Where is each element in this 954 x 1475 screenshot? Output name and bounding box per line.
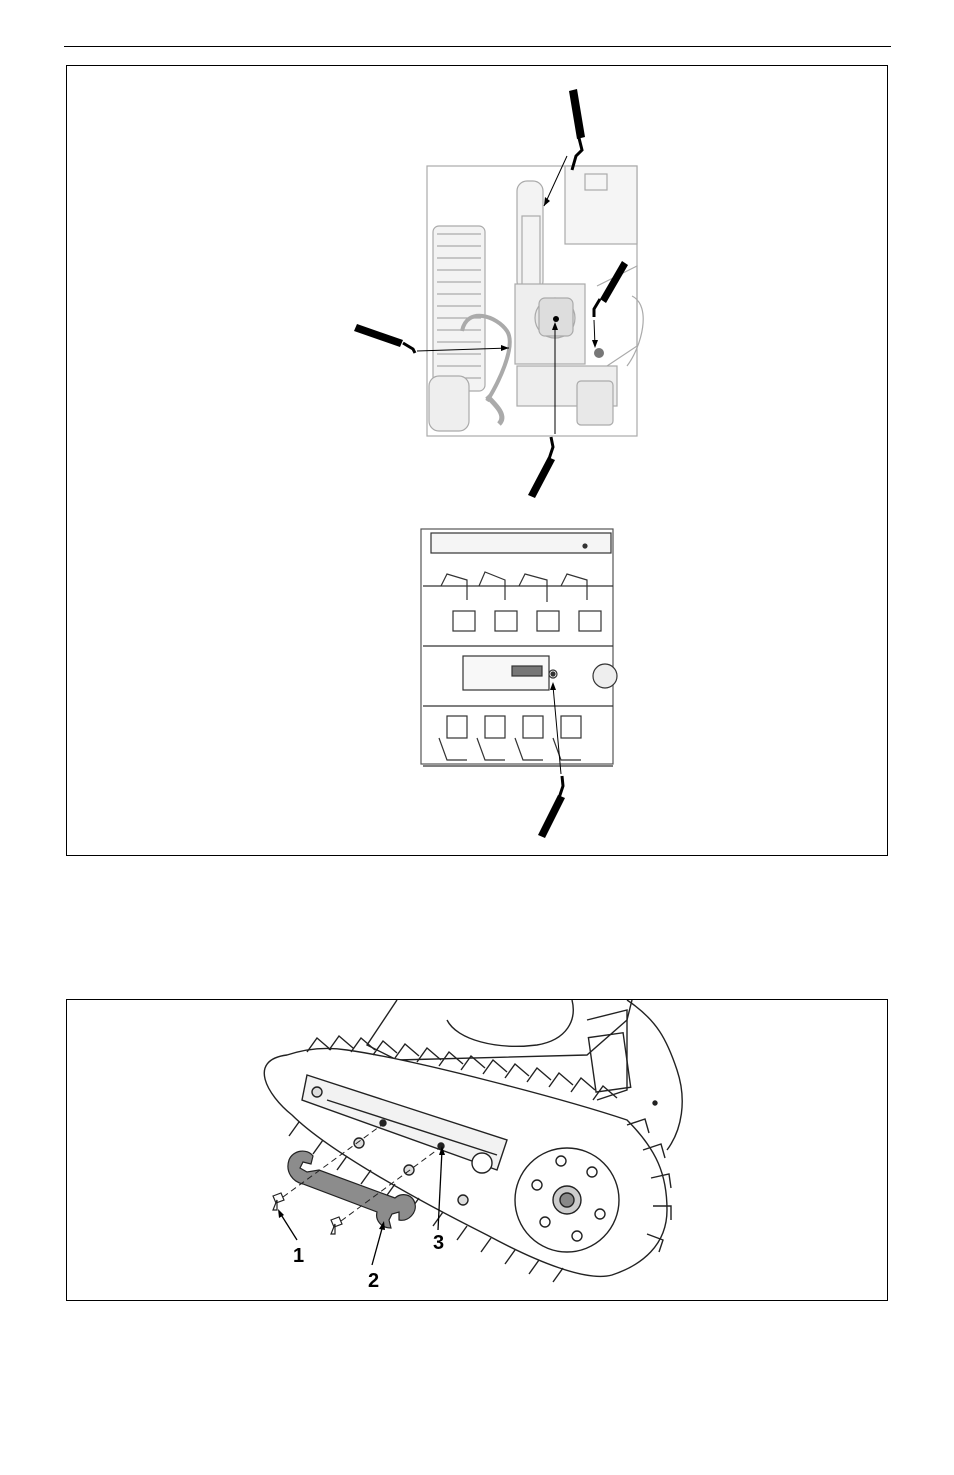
header-rule (64, 46, 891, 47)
callout-3-label: 3 (433, 1233, 444, 1253)
grease-gun-icon (592, 261, 628, 348)
grease-gun-icon (354, 324, 509, 353)
track-tension-figure: 1 2 3 (66, 999, 888, 1301)
lubrication-illustration (67, 66, 889, 857)
wing-nut-icon (331, 1217, 342, 1234)
track-tensioner-view (421, 529, 617, 766)
machine-rear-view (427, 166, 643, 436)
track-tension-illustration (67, 1000, 889, 1302)
callout-1-label: 1 (293, 1246, 304, 1266)
grease-point-pivot (553, 316, 559, 322)
wing-nut-icon (273, 1193, 284, 1210)
lubrication-points-figure (66, 65, 888, 856)
track-assembly (264, 1000, 682, 1282)
callout-2-label: 2 (368, 1271, 379, 1291)
grease-point-right (594, 348, 604, 358)
